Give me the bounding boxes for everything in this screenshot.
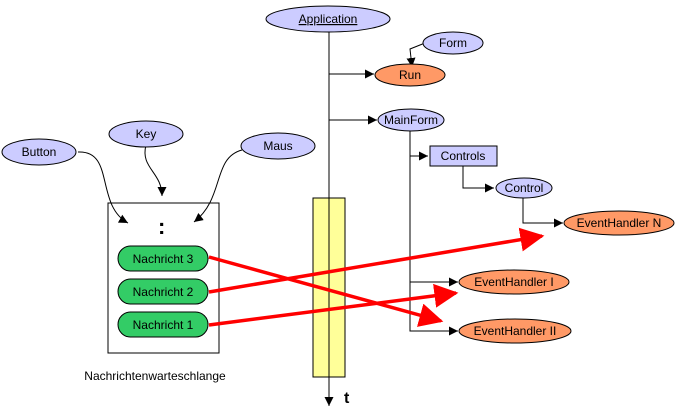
node-controls: Controls: [429, 145, 498, 167]
dispatch-arrow-message-3: [208, 255, 444, 327]
queue-message-1-label: Nachricht 1: [133, 318, 194, 332]
node-key: Key: [108, 120, 184, 148]
node-mainform-label: MainForm: [384, 113, 438, 127]
node-run: Run: [374, 63, 446, 87]
connector-mainform-handler-ii: [409, 282, 458, 336]
connector-button-queue: [77, 151, 129, 224]
queue-ellipsis: :: [158, 214, 165, 239]
node-button: Button: [1, 138, 77, 166]
connector-key-queue: [144, 144, 167, 197]
connector-mainform-controls: [409, 131, 428, 161]
node-event-handler-n: EventHandler N: [563, 210, 675, 236]
time-axis-label: t: [344, 390, 350, 407]
node-form-label: Form: [439, 36, 467, 50]
node-control: Control: [495, 177, 553, 199]
connector-controls-control: [462, 166, 494, 193]
node-event-handler-ii-label: EventHandler II: [474, 324, 557, 338]
node-maus-label: Maus: [263, 139, 292, 153]
node-event-handler-ii: EventHandler II: [458, 318, 572, 344]
queue-message-2: Nachricht 2: [117, 278, 209, 305]
node-application-label: Application: [299, 12, 358, 26]
dispatch-arrow-message-1: [208, 283, 459, 327]
node-mainform: MainForm: [377, 108, 445, 132]
node-maus: Maus: [240, 132, 316, 160]
connector-form-run: [406, 42, 426, 68]
node-event-handler-n-label: EventHandler N: [577, 216, 662, 230]
node-run-label: Run: [399, 68, 421, 82]
queue-message-2-label: Nachricht 2: [133, 285, 194, 299]
node-event-handler-i-label: EventHandler I: [474, 275, 553, 289]
dispatch-arrow-message-2: [208, 227, 545, 294]
node-controls-label: Controls: [441, 149, 486, 163]
node-control-label: Control: [505, 181, 544, 195]
queue-message-3: Nachricht 3: [117, 245, 209, 272]
node-key-label: Key: [136, 127, 157, 141]
node-button-label: Button: [22, 145, 57, 159]
queue-message-3-label: Nachricht 3: [133, 252, 194, 266]
node-event-handler-i: EventHandler I: [458, 269, 570, 295]
node-form: Form: [422, 31, 484, 55]
connector-mainform-handler-i: [409, 156, 458, 287]
connector-maus-queue: [193, 149, 243, 223]
queue-message-1: Nachricht 1: [117, 311, 209, 338]
connector-control-handler-n: [522, 197, 563, 228]
queue-caption: Nachrichtenwarteschlange: [84, 369, 226, 383]
message-queue-box: [107, 202, 220, 354]
node-application: Application: [265, 5, 391, 33]
